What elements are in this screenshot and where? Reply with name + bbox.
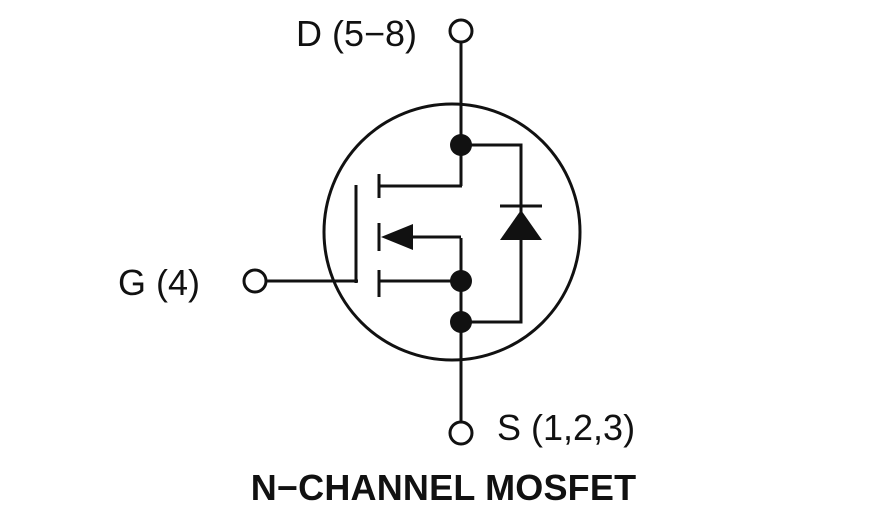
source-terminal: [448, 420, 474, 446]
drain-terminal: [448, 18, 474, 44]
package-outline-circle: [322, 102, 582, 362]
gate-pin-label: G (4): [118, 262, 201, 303]
gate-terminal: [242, 268, 268, 294]
source-pin-label: S (1,2,3): [497, 407, 636, 448]
diagram-title: N−CHANNEL MOSFET: [250, 467, 637, 508]
body-arrow: [381, 224, 413, 250]
body-diode-triangle: [500, 210, 542, 240]
drain-pin-label: D (5−8): [296, 13, 418, 54]
